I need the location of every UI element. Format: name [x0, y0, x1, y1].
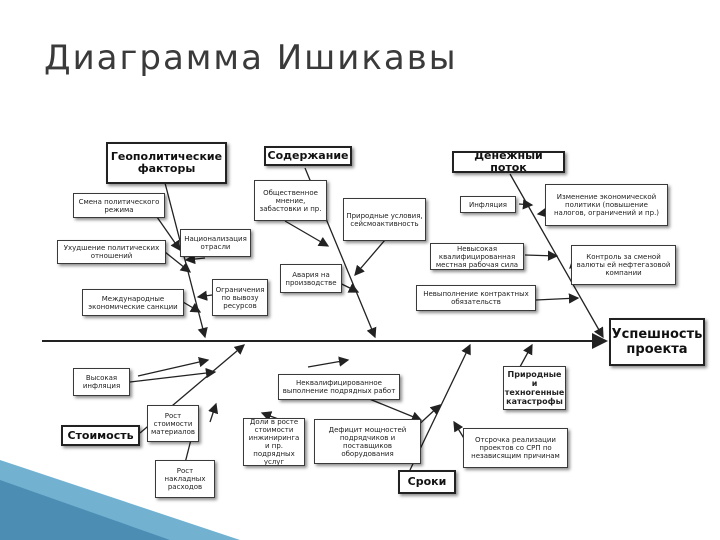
- result-box: Успешность проекта: [609, 318, 705, 366]
- slide-title: Диаграмма Ишикавы: [44, 38, 458, 78]
- cause-currency-control: Контроль за сменой валюты ей нефтегазово…: [571, 245, 676, 285]
- cause-project-approval: Отсрочка реализации проектов со СРП по н…: [463, 428, 568, 468]
- cause-equipment-delivery: Дефицит мощностей подрядчиков и поставщи…: [314, 419, 421, 464]
- decorative-corner-shape: [0, 460, 240, 540]
- category-cost: Стоимость: [61, 425, 140, 446]
- cause-restrictions: Ограничения по вывозу ресурсов: [212, 279, 268, 316]
- cause-national-industry: Национализация отрасли: [180, 229, 251, 257]
- cause-production-accident: Авария на производстве: [280, 264, 342, 293]
- cause-general-costs: Рост накладных расходов: [155, 460, 215, 498]
- cause-obligations: Невыполнение контрактных обязательств: [416, 285, 536, 311]
- category-cashflow: Денежный поток: [452, 151, 565, 173]
- cause-public-sentiment: Общественное мнение, забастовки и пр.: [254, 180, 327, 221]
- cause-material-costs: Рост стоимости материалов: [147, 405, 199, 442]
- cause-economic-policy: Изменение экономической политики (повыше…: [545, 184, 668, 226]
- cause-inflation: Инфляция: [460, 196, 516, 213]
- category-content: Содержание: [264, 146, 352, 166]
- cause-regime-change: Смена политического режима: [73, 193, 165, 218]
- category-disasters: Природные и техногенные катастрофы: [503, 366, 566, 410]
- cause-share-costs: Доли в росте стоимости инжиниринга и пр.…: [243, 418, 305, 466]
- cause-relations: Ухудшение политических отношений: [57, 240, 166, 264]
- category-geopolitics: Геополитические факторы: [106, 142, 227, 184]
- cause-sanctions: Международные экономические санкции: [82, 289, 184, 316]
- category-deadlines: Сроки: [398, 470, 456, 494]
- cause-unqualified-work: Неквалифицированное выполнение подрядных…: [278, 374, 400, 400]
- cause-labor-shortage: Невысокая квалифицированная местная рабо…: [430, 243, 524, 270]
- cause-natural-conditions: Природные условия, сейсмоактивность: [343, 198, 426, 241]
- cause-high-inflation: Высокая инфляция: [73, 368, 130, 396]
